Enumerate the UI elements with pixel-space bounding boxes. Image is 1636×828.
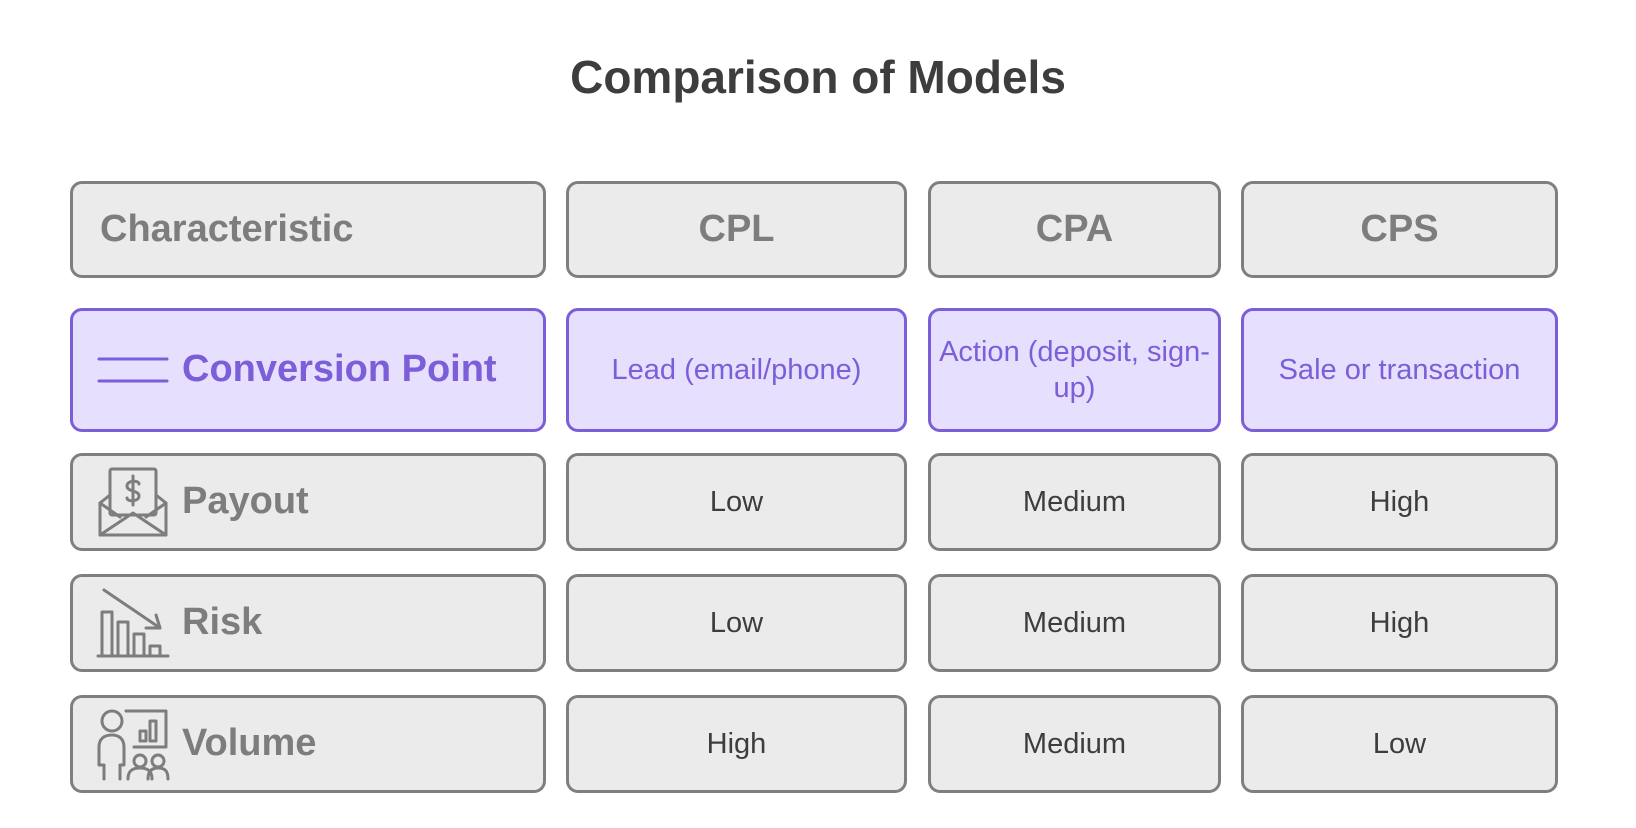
audience-chart-icon [96,707,170,781]
row-conversion-point-label: Conversion Point [70,308,546,432]
row-label-text: Payout [182,480,309,523]
cell-value: Low [1372,727,1427,760]
declining-chart-icon [96,586,170,660]
cell-volume-cpl: High [566,695,907,793]
cell-conversion-point-cps: Sale or transaction [1241,308,1558,432]
cell-payout-cpl: Low [566,453,907,551]
cell-payout-cps: High [1241,453,1558,551]
header-characteristic-label: Characteristic [100,207,354,250]
cell-value: High [1369,485,1430,518]
cell-value: High [706,727,767,760]
cell-value: Action (deposit, sign-up) [939,335,1210,404]
cell-risk-cps: High [1241,574,1558,672]
cell-value: High [1369,606,1430,639]
cell-risk-cpl: Low [566,574,907,672]
cell-value: Low [709,606,764,639]
row-volume-label: Volume [70,695,546,793]
row-label-text: Volume [182,722,317,765]
lines-icon [96,333,170,407]
cell-value: Lead (email/phone) [611,353,862,386]
cell-value: Sale or transaction [1278,353,1521,386]
page-title: Comparison of Models [570,51,1066,103]
header-characteristic: Characteristic [70,181,546,278]
header-cps: CPS [1241,181,1558,278]
cell-conversion-point-cpa: Action (deposit, sign-up) [928,308,1221,432]
cell-volume-cps: Low [1241,695,1558,793]
header-cps-label: CPS [1360,207,1439,250]
row-label-text: Risk [182,601,263,644]
cell-conversion-point-cpl: Lead (email/phone) [566,308,907,432]
cell-value: Medium [1022,727,1127,760]
row-payout-label: Payout [70,453,546,551]
header-cpa-label: CPA [1035,207,1114,250]
header-cpl-label: CPL [698,207,775,250]
row-risk-label: Risk [70,574,546,672]
cell-risk-cpa: Medium [928,574,1221,672]
header-cpl: CPL [566,181,907,278]
row-label-text: Conversion Point [182,348,497,391]
cell-value: Low [709,485,764,518]
header-cpa: CPA [928,181,1221,278]
cell-payout-cpa: Medium [928,453,1221,551]
cell-value: Medium [1022,485,1127,518]
money-envelope-icon [96,465,170,539]
cell-value: Medium [1022,606,1127,639]
cell-volume-cpa: Medium [928,695,1221,793]
